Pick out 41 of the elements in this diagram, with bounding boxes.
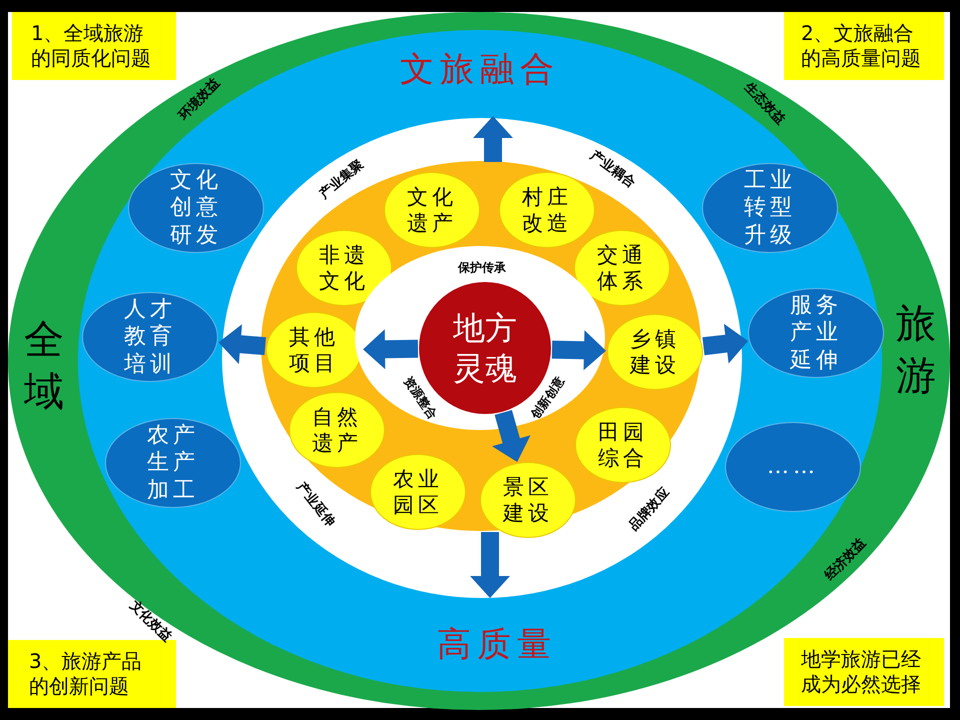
core-label: 地方灵魂 [452, 308, 518, 388]
sector-label: 人才教育培训 [122, 296, 177, 378]
note-text: 2、文旅融合的高质量问题 [801, 21, 922, 71]
ring-label: 文化效益 [126, 598, 174, 646]
topic-label: 自然遗产 [311, 404, 363, 456]
ring-label: 资源整合 [400, 374, 440, 422]
ring-title: 高质量 [437, 626, 557, 664]
topic-label: 非遗文化 [318, 242, 370, 294]
note-text: 地学旅游已经成为必然选择 [801, 647, 922, 697]
topic-label: 文化遗产 [406, 184, 458, 236]
ring-label: 产业集聚 [318, 158, 366, 202]
ring-label: 经济效益 [822, 536, 870, 584]
sector-label: 工业转型升级 [742, 166, 797, 250]
sector-label: 文化创意研发 [168, 166, 223, 250]
ring-label: 品牌效应 [627, 486, 673, 534]
block-arrow [552, 330, 606, 370]
topic-label: 村庄改造 [521, 184, 573, 236]
block-arrow [363, 329, 418, 370]
block-arrow [218, 324, 266, 364]
ring-title: 文旅融合 [400, 51, 560, 89]
topic-label: 景区建设 [502, 474, 554, 526]
note-text: 3、旅游产品的创新问题 [29, 649, 143, 699]
sector-label: …… [766, 453, 820, 481]
topic-label: 交通体系 [596, 242, 648, 294]
ring-label: 产业延伸 [293, 480, 337, 530]
ring-label: 产业耦合 [586, 148, 638, 192]
topic-label: 其他项目 [288, 324, 340, 376]
ring-label: 生态效益 [740, 80, 788, 128]
block-arrow [492, 410, 530, 462]
sector-label: 服务产业延伸 [788, 292, 843, 374]
topic-label: 田园综合 [597, 418, 649, 472]
ring-label: 环境效益 [176, 76, 224, 124]
topic-label: 乡镇建设 [628, 326, 681, 378]
ring-label: 创新创意 [528, 374, 568, 422]
ring-title: 全域 [23, 316, 65, 417]
ring-title: 旅游 [895, 300, 937, 401]
sector-label: 农产生产加工 [146, 422, 200, 504]
note-text: 1、全域旅游的同质化问题 [31, 21, 152, 71]
ring-label: 保护传承 [458, 261, 506, 275]
block-arrow [702, 324, 748, 364]
topic-label: 农业园区 [392, 466, 444, 518]
